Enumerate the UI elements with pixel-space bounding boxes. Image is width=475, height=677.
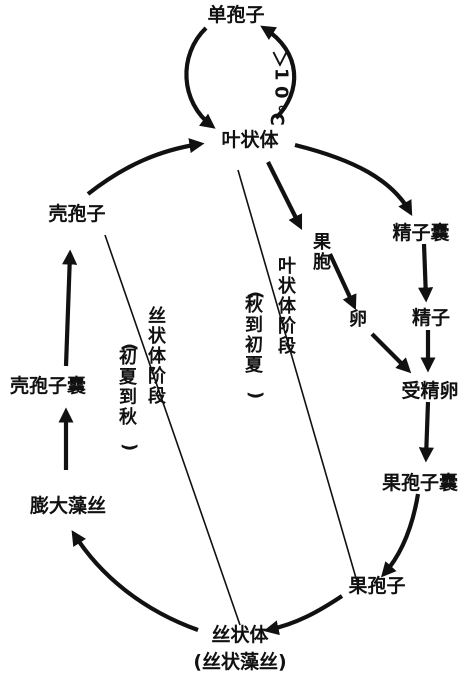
edge-leafy-to-spermatangium <box>294 142 413 216</box>
cycle-nodes: 单孢子 叶状体 壳孢子 精子囊 精子 受精卵 壳孢子囊 果孢子囊 膨大藻丝 果孢… <box>9 3 459 673</box>
node-leafy-thallus: 叶状体 <box>221 128 279 151</box>
edge-zygote-to-carposporangium <box>418 401 434 463</box>
edge-carpospore-to-conchocelis <box>263 594 344 636</box>
edge-carpogonium-to-egg <box>328 253 357 311</box>
node-swollen-filament: 膨大藻丝 <box>29 494 106 517</box>
edge-spermatangium-to-spermatium <box>418 243 434 303</box>
edge-conchocelis-to-swollen <box>71 530 199 632</box>
edge-monospore-to-leafy <box>184 26 216 129</box>
edge-egg-to-zygote <box>370 332 412 374</box>
edge-leafy-to-carpogonium <box>266 161 303 231</box>
edge-carposporangium-to-carpospore <box>380 493 421 578</box>
phase-divider-right <box>237 169 359 586</box>
node-egg: 卵 <box>349 308 367 330</box>
node-conchocelis-note: (丝状藻丝) <box>193 650 286 673</box>
node-conchosporangium: 壳孢子囊 <box>9 374 87 397</box>
node-spermatium: 精子 <box>412 306 450 329</box>
edge-conchospore-to-leafy <box>86 138 205 196</box>
edge-leafy-to-monospore <box>260 25 297 120</box>
edge-conchosporangium-to-conchospore <box>62 249 78 367</box>
label-leafy-period: (秋到初夏) <box>245 291 266 399</box>
label-filament-phase: 丝状体阶段 <box>148 305 167 407</box>
node-carposporangium: 果孢子囊 <box>381 471 459 494</box>
label-leafy-phase: 叶状体阶段 <box>278 256 297 357</box>
node-conchospore: 壳孢子 <box>47 202 105 225</box>
cycle-edges <box>58 25 436 636</box>
node-spermatangium: 精子囊 <box>392 221 450 244</box>
node-monospore: 单孢子 <box>207 3 264 26</box>
node-carpogonium: 果胞 <box>312 232 332 273</box>
node-zygote: 受精卵 <box>401 379 458 402</box>
label-filament-period: (初夏到秋) <box>119 343 140 451</box>
node-conchocelis: 丝状体 <box>211 623 269 646</box>
phase-divider-left <box>104 234 241 626</box>
node-carpospore: 果孢子 <box>347 574 405 597</box>
